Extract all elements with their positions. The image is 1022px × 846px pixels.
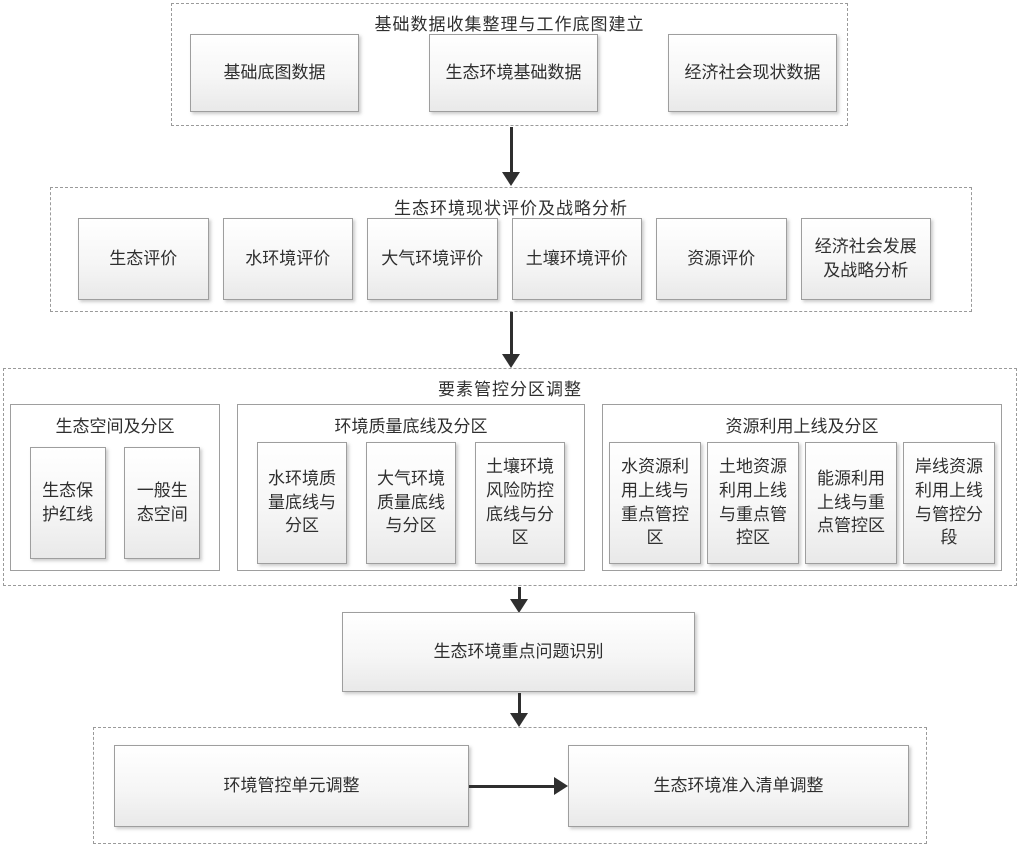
subgroup-eco-space-nodes: 生态保护红线 一般生态空间 (11, 439, 219, 570)
stage2-group: 生态环境现状评价及战略分析 生态评价 水环境评价 大气环境评价 土壤环境评价 资… (50, 187, 972, 312)
node-soil-env-assessment: 土壤环境评价 (511, 218, 642, 300)
node-general-eco-space: 一般生态空间 (124, 446, 201, 559)
arrow-head (554, 777, 568, 795)
subgroup-eco-space-zoning: 生态空间及分区 生态保护红线 一般生态空间 (10, 404, 220, 571)
stage3-title: 要素管控分区调整 (438, 380, 582, 399)
node-eco-env-base-data: 生态环境基础数据 (429, 34, 598, 112)
node-access-list-adjustment: 生态环境准入清单调整 (568, 745, 909, 827)
arrow-head (510, 713, 528, 727)
node-water-env-assessment: 水环境评价 (222, 218, 353, 300)
subgroup-env-quality-bottomline: 环境质量底线及分区 水环境质量底线与分区 大气环境质量底线与分区 土壤环境风险防… (237, 404, 585, 571)
subgroup-env-quality-title: 环境质量底线及分区 (334, 417, 488, 436)
node-socioeconomic-strategy-analysis: 经济社会发展及战略分析 (800, 218, 931, 300)
arrow-head (510, 599, 528, 613)
stage5-group: 环境管控单元调整 生态环境准入清单调整 (93, 727, 927, 844)
node-air-quality-bottomline: 大气环境质量底线与分区 (366, 441, 456, 564)
subgroup-resource-use-nodes: 水资源利用上线与重点管控区 土地资源利用上线与重点管控区 能源利用上线与重点管控… (603, 439, 1001, 570)
node-key-issue-identification: 生态环境重点问题识别 (342, 612, 695, 692)
arrow-head (502, 354, 520, 368)
node-resource-assessment: 资源评价 (656, 218, 787, 300)
arrow-shaft (517, 587, 521, 599)
arrow-shaft (509, 312, 513, 354)
arrow-down-icon-1 (502, 127, 520, 186)
subgroup-resource-use-upperline: 资源利用上线及分区 水资源利用上线与重点管控区 土地资源利用上线与重点管控区 能… (602, 404, 1002, 571)
node-socioeconomic-status-data: 经济社会现状数据 (668, 34, 837, 112)
stage3-group: 要素管控分区调整 生态空间及分区 生态保护红线 一般生态空间 环境质量底线及分区… (3, 368, 1017, 586)
arrow-right-icon (469, 777, 568, 795)
stage3-subgroup-row: 生态空间及分区 生态保护红线 一般生态空间 环境质量底线及分区 水环境质量底线与… (10, 404, 1002, 571)
arrow-down-icon-3 (510, 587, 528, 613)
arrow-down-icon-2 (502, 312, 520, 368)
arrow-down-icon-4 (510, 693, 528, 727)
node-env-control-unit-adjustment: 环境管控单元调整 (114, 745, 469, 827)
stage1-title: 基础数据收集整理与工作底图建立 (374, 15, 645, 34)
stage1-group: 基础数据收集整理与工作底图建立 基础底图数据 生态环境基础数据 经济社会现状数据 (171, 3, 848, 126)
subgroup-env-quality-nodes: 水环境质量底线与分区 大气环境质量底线与分区 土壤环境风险防控底线与分区 (238, 439, 584, 570)
subgroup-resource-use-title: 资源利用上线及分区 (725, 417, 879, 436)
stage2-node-row: 生态评价 水环境评价 大气环境评价 土壤环境评价 资源评价 经济社会发展及战略分… (78, 218, 931, 300)
stage2-title: 生态环境现状评价及战略分析 (394, 199, 628, 218)
node-shoreline-resource-upperline: 岸线资源利用上线与管控分段 (903, 441, 995, 564)
node-soil-risk-control-bottomline: 土壤环境风险防控底线与分区 (475, 441, 565, 564)
subgroup-eco-space-title: 生态空间及分区 (55, 417, 175, 436)
node-eco-protection-redline: 生态保护红线 (29, 446, 106, 559)
arrow-shaft (509, 127, 513, 172)
arrow-shaft (469, 784, 554, 788)
node-water-quality-bottomline: 水环境质量底线与分区 (257, 441, 347, 564)
node-air-env-assessment: 大气环境评价 (367, 218, 498, 300)
node-land-resource-upperline: 土地资源利用上线与重点管控区 (707, 441, 799, 564)
node-base-map-data: 基础底图数据 (190, 34, 359, 112)
node-eco-assessment: 生态评价 (78, 218, 209, 300)
stage1-node-row: 基础底图数据 生态环境基础数据 经济社会现状数据 (190, 34, 837, 112)
arrow-shaft (517, 693, 521, 713)
node-water-resource-upperline: 水资源利用上线与重点管控区 (609, 441, 701, 564)
arrow-head (502, 172, 520, 186)
node-energy-upperline: 能源利用上线与重点管控区 (805, 441, 897, 564)
